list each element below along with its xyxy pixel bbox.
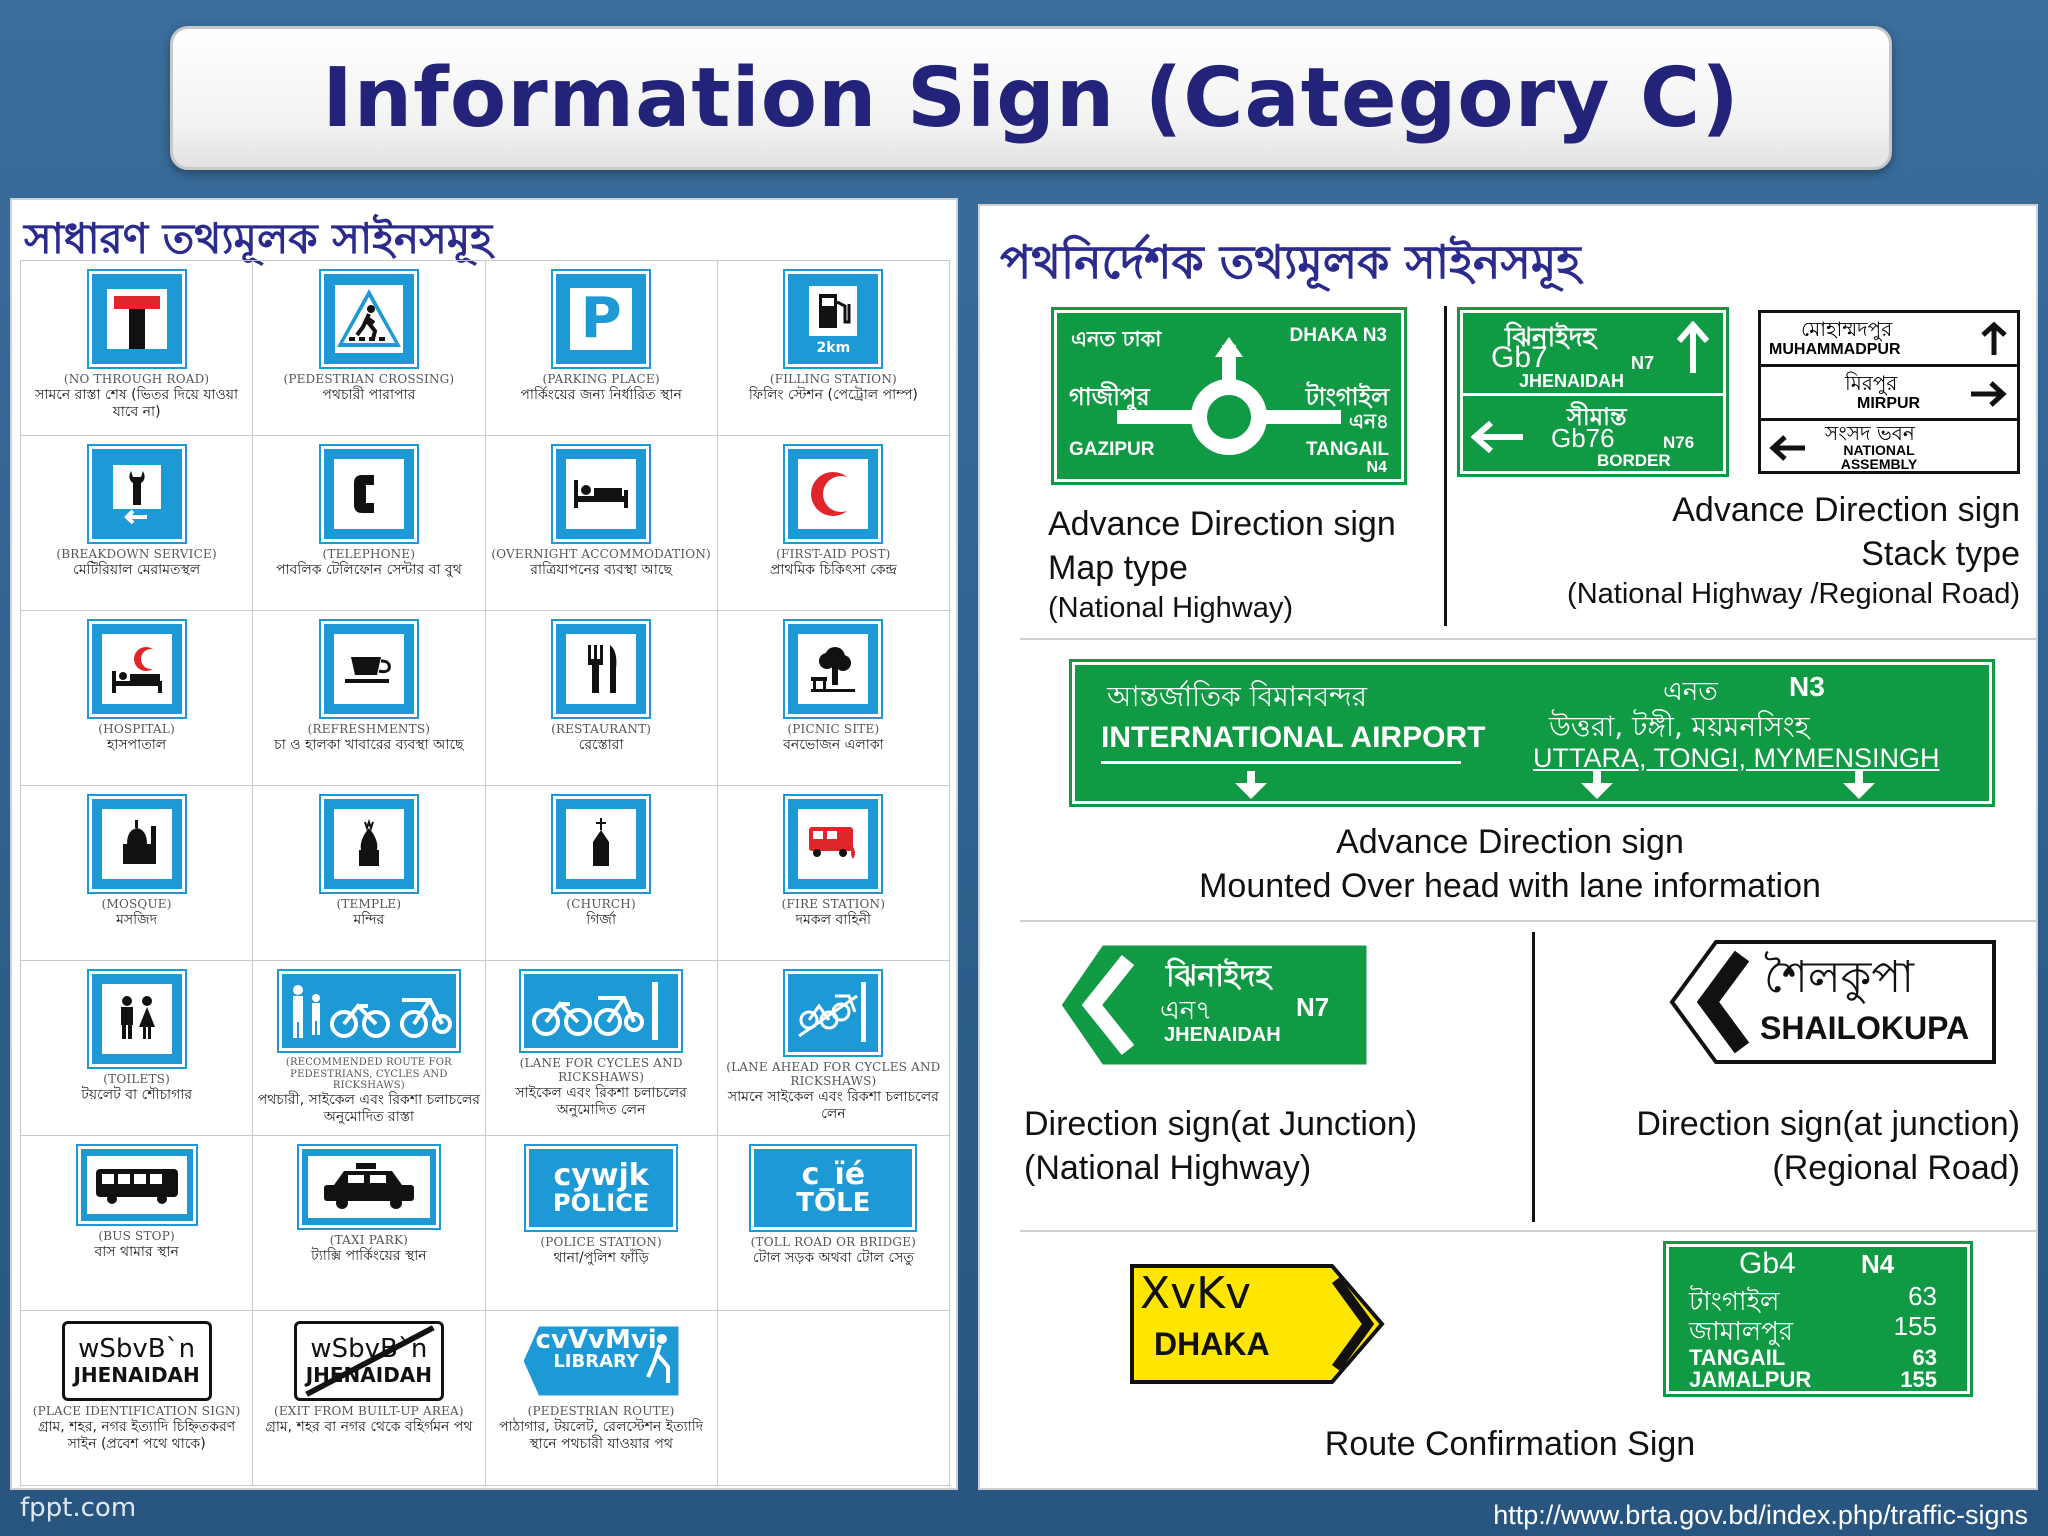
sign-cell: (MOSQUE) মসজিদ [21, 786, 254, 961]
toll-icon: c_ïé TOLE [749, 1144, 918, 1232]
red-crescent-icon [783, 444, 884, 544]
junction-regional-road-sign: শৈলকুপা SHAILOKUPA [1668, 938, 1998, 1066]
sign-grid: (NO THROUGH ROAD) সামনে রাস্তা শেষ (ভিতর… [20, 260, 950, 1486]
footer-url[interactable]: http://www.brta.gov.bd/index.php/traffic… [1493, 1500, 2028, 1530]
divider-1 [1020, 638, 2036, 640]
map-type-sign: এনত ঢাকা DHAKA N3 গাজীপুর টাংগাইল এন৪ GA… [1051, 307, 1407, 485]
sign-cell: (FIRST-AID POST) প্রাথমিক চিকিৎসা কেন্দ্… [717, 436, 950, 611]
mosque-icon [86, 794, 187, 894]
empty-cell [717, 1311, 950, 1486]
page-title: Information Sign (Category C) [322, 50, 1740, 146]
stack-type-green-sign: ঝিনাইদহ Gb7 N7 JHENAIDAH সীমান্ত Gb76 N7… [1457, 307, 1729, 477]
overhead-lane-sign: আন্তর্জাতিক বিমানবন্দর INTERNATIONAL AIR… [1069, 659, 1995, 807]
sign-cell: (RESTAURANT) রেস্তোরা [485, 611, 718, 786]
place-identification-icon: wSbvB`n JHENAIDAH [61, 1321, 212, 1401]
bed-icon [551, 444, 652, 544]
stack-type-white-sign: মোহাম্মদপুর MUHAMMADPUR মিরপুর MIRPUR সং… [1758, 310, 2020, 474]
taxi-icon [296, 1144, 441, 1230]
exit-built-up-area-icon: wSbvB`n JHENAIDAH [293, 1321, 444, 1401]
sign-cell: cywjk POLICE (POLICE STATION) থানা/পুলিশ… [485, 1136, 718, 1311]
coffee-cup-icon [318, 619, 419, 719]
sign-cell: (PICNIC SITE) বনভোজন এলাকা [717, 611, 950, 786]
sign-cell: (BUS STOP) বাস থামার স্থান [21, 1136, 254, 1311]
stack-type-caption: Advance Direction sign Stack type (Natio… [1567, 491, 2020, 611]
sign-cell: (TEMPLE) মন্দির [253, 786, 486, 961]
wrench-icon [86, 444, 187, 544]
sign-cell: (TAXI PARK) ট্যাক্সি পার্কিংয়ের স্থান [253, 1136, 486, 1311]
fork-knife-icon [551, 619, 652, 719]
sign-cell: (FIRE STATION) দমকল বাহিনী [717, 786, 950, 961]
sign-cell: (REFRESHMENTS) চা ও হালকা খাবারের ব্যবস্… [253, 611, 486, 786]
sign-cell: (TOILETS) টয়লেট বা শৌচাগার [21, 961, 254, 1136]
divider-3 [1020, 1230, 2036, 1232]
sign-cell: wSbvB`n JHENAIDAH (PLACE IDENTIFICATION … [21, 1311, 254, 1486]
pedestrian-cycle-rickshaw-icon [276, 969, 461, 1053]
hospital-icon [86, 619, 187, 719]
sign-cell: 2km (FILLING STATION) ফিলিং স্টেশন (পেট্… [717, 261, 950, 436]
cycle-lane-icon [519, 969, 684, 1053]
map-type-caption: Advance Direction sign Map type (Nationa… [1048, 505, 1396, 625]
sign-cell: (OVERNIGHT ACCOMMODATION) রাত্রিযাপনের ব… [485, 436, 718, 611]
overhead-caption: Advance Direction sign Mounted Over head… [1199, 823, 1821, 906]
divider-vertical-2 [1532, 932, 1535, 1222]
general-info-signs-panel: সাধারণ তথ্যমূলক সাইনসমূহ (NO THROUGH ROA… [10, 198, 958, 1490]
sign-cell: (NO THROUGH ROAD) সামনে রাস্তা শেষ (ভিতর… [21, 261, 254, 436]
telephone-icon [318, 444, 419, 544]
title-bar: Information Sign (Category C) [170, 26, 1892, 170]
divider-2 [1020, 920, 2036, 922]
direction-info-signs-panel: পথনির্দেশক তথ্যমূলক সাইনসমূহ এনত ঢাকা DH… [978, 204, 2038, 1490]
sign-cell: wSbvB`n JHENAIDAH (EXIT FROM BUILT-UP AR… [253, 1311, 486, 1486]
junction-nh-caption: Direction sign(at Junction) (National Hi… [1024, 1105, 1418, 1188]
church-icon [551, 794, 652, 894]
toilets-icon [86, 969, 187, 1069]
cycle-lane-ahead-icon [783, 969, 884, 1057]
tree-icon [783, 619, 884, 719]
sign-cell: c_ïé TOLE (TOLL ROAD OR BRIDGE) টোল সড়ক… [717, 1136, 950, 1311]
route-confirmation-sign: Gb4 N4 টাংগাইল 63 জামালপুর 155 TANGAIL 6… [1663, 1241, 1973, 1397]
yellow-direction-sign: XvKv DHAKA [1128, 1262, 1386, 1386]
sign-cell: cvVvMvi LIBRARY (PEDESTRIAN ROUTE) পাঠাগ… [485, 1311, 718, 1486]
sign-cell: (LANE FOR CYCLES AND RICKSHAWS) সাইকেল এ… [485, 961, 718, 1136]
sign-cell: (LANE AHEAD FOR CYCLES AND RICKSHAWS) সা… [717, 961, 950, 1136]
sign-cell: (PEDESTRIAN CROSSING) পথচারী পারাপার [253, 261, 486, 436]
junction-national-highway-sign: ঝিনাইদহ এন৭ N7 JHENAIDAH [1056, 940, 1372, 1070]
fuel-pump-icon: 2km [783, 269, 884, 369]
fire-truck-icon [783, 794, 884, 894]
parking-icon: P [551, 269, 652, 369]
police-icon: cywjk POLICE [524, 1144, 679, 1232]
bus-icon [75, 1144, 198, 1226]
pedestrian-crossing-icon [318, 269, 419, 369]
route-caption: Route Confirmation Sign [1324, 1425, 1696, 1463]
junction-rr-caption: Direction sign(at junction) (Regional Ro… [1636, 1105, 2020, 1188]
sign-cell: (CHURCH) গির্জা [485, 786, 718, 961]
no-through-road-icon [86, 269, 187, 369]
left-heading: সাধারণ তথ্যমূলক সাইনসমূহ [24, 214, 493, 263]
sign-cell: (TELEPHONE) পাবলিক টেলিফোন সেন্টার বা বু… [253, 436, 486, 611]
right-heading: পথনির্দেশক তথ্যমূলক সাইনসমূহ [1000, 235, 1581, 289]
temple-icon [318, 794, 419, 894]
sign-cell: (RECOMMENDED ROUTE FOR PEDESTRIANS, CYCL… [253, 961, 486, 1136]
sign-cell: P (PARKING PLACE) পার্কিংয়ের জন্য নির্ধ… [485, 261, 718, 436]
sign-cell: (HOSPITAL) হাসপাতাল [21, 611, 254, 786]
sign-cell: (BREAKDOWN SERVICE) মেটিরিয়াল মেরামতস্থ… [21, 436, 254, 611]
pedestrian-route-icon: cvVvMvi LIBRARY [518, 1321, 684, 1401]
divider-vertical-1 [1444, 306, 1447, 626]
footer-brand: fppt.com [20, 1493, 137, 1523]
